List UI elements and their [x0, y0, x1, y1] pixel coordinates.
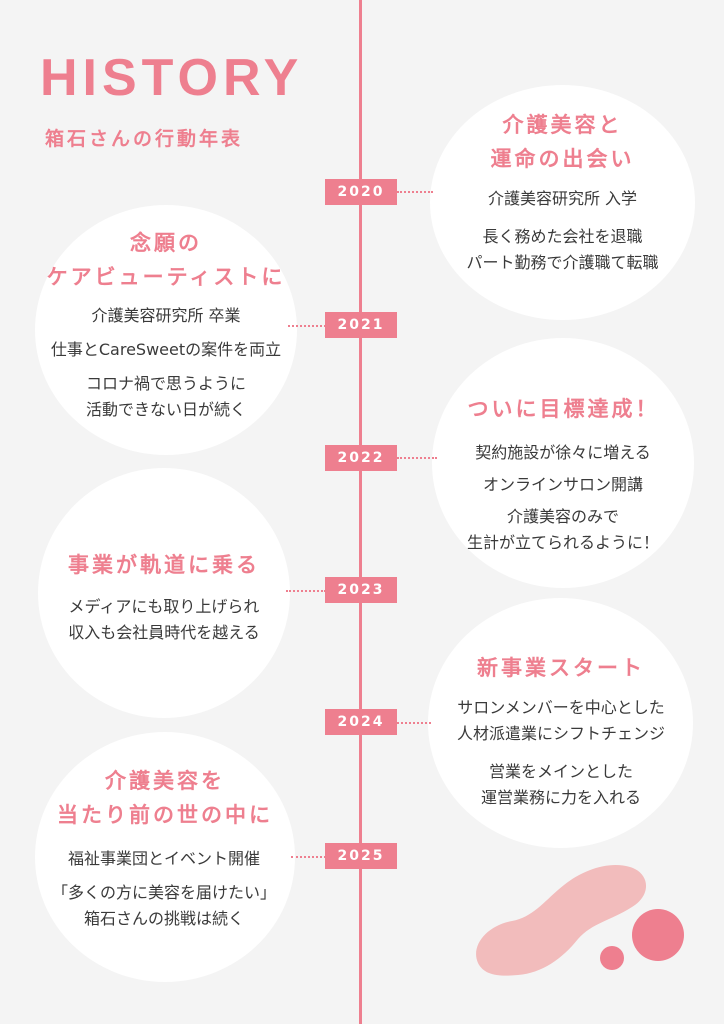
event-heading-2024: 新事業スタート: [477, 656, 645, 680]
page-subtitle: 箱石さんの行動年表: [45, 128, 244, 150]
page-title: HISTORY: [40, 49, 304, 107]
connector-2025: [291, 856, 326, 858]
event-circle-2025: [35, 732, 295, 982]
event-heading-2025: 介護美容を 当たり前の世の中に: [57, 769, 273, 827]
connector-2020: [397, 191, 433, 193]
connector-2021: [288, 325, 326, 327]
event-heading-2022: ついに目標達成！: [467, 397, 660, 421]
decorative-wave-blob: [476, 865, 647, 976]
year-badge-2022: 2022: [325, 445, 397, 471]
event-body-2025: 福祉事業団とイベント開催 「多くの方に美容を届けたい」 箱石さんの挑戦は続く: [51, 849, 276, 928]
decorative-dot-large: [632, 909, 684, 961]
decorative-dot-small: [600, 946, 624, 970]
event-heading-2020: 介護美容と 運命の出会い: [490, 113, 635, 171]
connector-2023: [286, 590, 326, 592]
connector-2024: [397, 722, 431, 724]
event-circle-2020: [430, 85, 695, 320]
event-circle-2023: [38, 468, 290, 718]
event-body-2022: 契約施設が徐々に増える オンラインサロン開講 介護美容のみで 生計が立てられるよ…: [466, 443, 659, 552]
year-badge-2021: 2021: [325, 312, 397, 338]
event-circle-2021: [35, 205, 297, 455]
event-body-2023: メディアにも取り上げられ 収入も会社員時代を越える: [68, 597, 260, 642]
year-badge-2023: 2023: [325, 577, 397, 603]
event-body-2020: 介護美容研究所 入学 長く務めた会社を退職 パート勤務で介護職て転職: [466, 189, 659, 272]
decorative-blobs: [476, 865, 684, 976]
event-heading-2021: 念願の ケアビューティストに: [46, 231, 286, 289]
year-badge-2025: 2025: [325, 843, 397, 869]
timeline-line: [359, 0, 362, 1024]
event-circle-2024: [428, 598, 693, 848]
year-badge-2020: 2020: [325, 179, 397, 205]
event-body-2021: 介護美容研究所 卒業 仕事とCareSweetの案件を両立 コロナ禍で思うように…: [50, 306, 282, 419]
event-body-2024: サロンメンバーを中心とした 人材派遣業にシフトチェンジ 営業をメインとした 運営…: [456, 698, 665, 807]
connector-2022: [397, 457, 437, 459]
year-badge-2024: 2024: [325, 709, 397, 735]
event-circle-2022: [432, 338, 694, 588]
event-heading-2023: 事業が軌道に乗る: [68, 553, 260, 577]
